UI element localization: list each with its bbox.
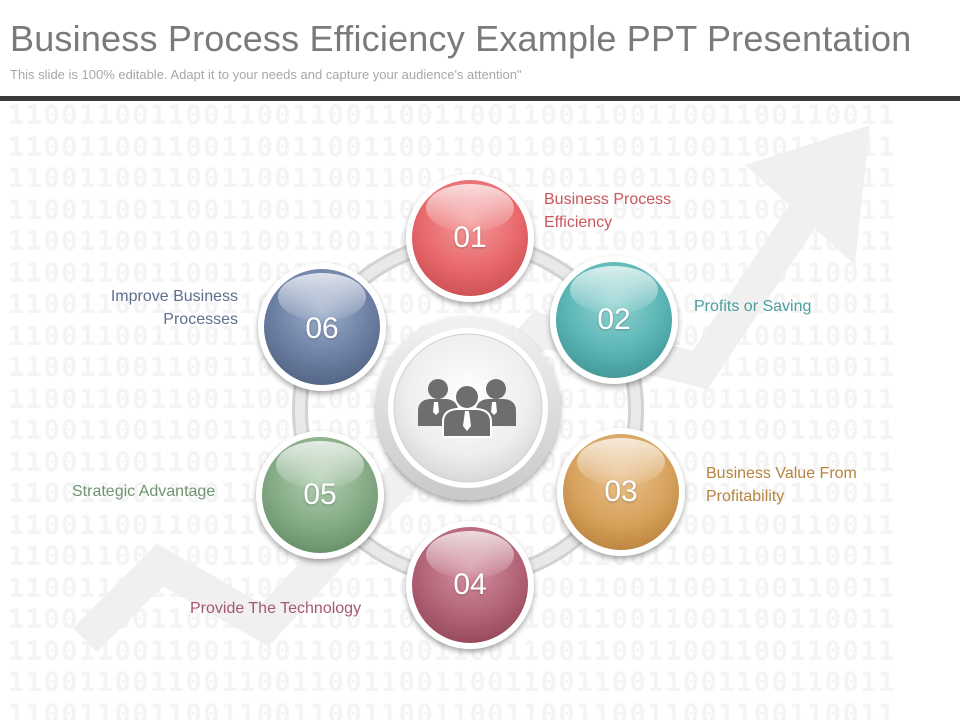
step-label-06: Improve Business Processes: [60, 285, 238, 331]
step-label-06-line2: Processes: [163, 311, 238, 328]
growth-arrow-icon: [72, 125, 870, 653]
step-label-02: Profits or Saving: [694, 295, 811, 318]
step-number-03: 03: [604, 475, 638, 508]
step-label-01: Business Process Efficiency: [544, 188, 671, 234]
step-circle-04: [406, 521, 534, 649]
step-label-05-line1: Strategic Advantage: [72, 483, 216, 500]
step-number-05: 05: [303, 478, 337, 511]
step-label-02-line1: Profits or Saving: [694, 298, 812, 315]
step-label-04: Provide The Technology: [190, 597, 361, 620]
step-label-03: Business Value From Profitability: [706, 462, 857, 508]
step-label-04-line1: Provide The Technology: [190, 600, 362, 617]
step-circle-05: [256, 431, 384, 559]
step-number-01: 01: [453, 221, 487, 254]
step-label-03-line1: Business Value From: [706, 465, 857, 482]
step-circle-06: [258, 263, 386, 391]
step-number-04: 04: [453, 568, 487, 601]
step-label-05: Strategic Advantage: [72, 480, 215, 503]
step-label-01-line1: Business Process: [544, 191, 672, 208]
page-title: Business Process Efficiency Example PPT …: [10, 18, 912, 59]
step-circle-01: [406, 174, 534, 302]
step-label-03-line2: Profitability: [706, 488, 785, 505]
step-number-06: 06: [305, 312, 339, 345]
step-number-02: 02: [597, 303, 631, 336]
title-divider: [0, 96, 960, 101]
step-circle-02: [550, 256, 678, 384]
step-circle-03: [557, 428, 685, 556]
step-label-06-line1: Improve Business: [110, 288, 238, 305]
step-label-01-line2: Efficiency: [544, 214, 613, 231]
page-subtitle: This slide is 100% editable. Adapt it to…: [10, 67, 522, 82]
people-group-icon: [418, 379, 516, 438]
